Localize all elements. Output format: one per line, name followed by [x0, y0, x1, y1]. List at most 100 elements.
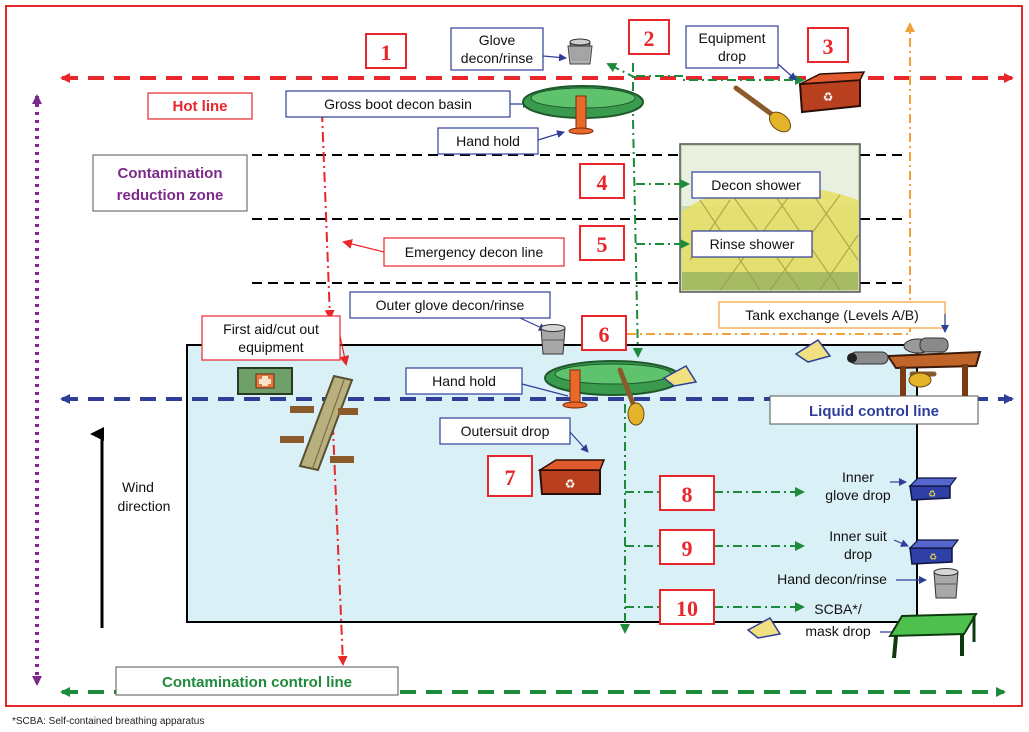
svg-text:decon/rinse: decon/rinse: [461, 50, 534, 66]
svg-text:7: 7: [505, 465, 516, 490]
svg-text:3: 3: [823, 34, 834, 59]
brush-icon: [733, 85, 792, 133]
svg-text:glove drop: glove drop: [825, 487, 891, 503]
rinse-shower-callout: Rinse shower: [691, 230, 813, 258]
svg-text:First aid/cut out: First aid/cut out: [223, 321, 319, 337]
svg-text:equipment: equipment: [238, 339, 303, 355]
contamination-reduction-zone-label: Contamination reduction zone: [92, 154, 248, 212]
outer-frame: [5, 5, 1023, 707]
hot-line-label: Hot line: [147, 92, 253, 120]
step-8: 8: [659, 475, 715, 511]
table-icon: [888, 612, 978, 659]
emergency-decon-line: [321, 111, 335, 320]
svg-text:reduction zone: reduction zone: [117, 187, 224, 204]
svg-text:Glove: Glove: [479, 32, 516, 48]
svg-text:drop: drop: [718, 48, 746, 64]
shower-tent-icon: [679, 143, 861, 293]
svg-text:Inner: Inner: [842, 469, 874, 485]
svg-text:Liquid control line: Liquid control line: [809, 403, 939, 420]
emergency-decon-line-lower: [331, 404, 348, 666]
svg-text:Outer glove decon/rinse: Outer glove decon/rinse: [376, 297, 525, 313]
svg-text:direction: direction: [118, 498, 171, 514]
tank-exchange-callout: Tank exchange (Levels A/B): [718, 301, 949, 333]
emergency-decon-callout: Emergency decon line: [342, 237, 565, 267]
svg-text:Outersuit drop: Outersuit drop: [461, 423, 550, 439]
valve-icon: [794, 338, 832, 363]
recycle-bin-icon: ♻: [908, 539, 960, 565]
basin-icon: [544, 360, 682, 409]
brush-icon: [617, 367, 645, 426]
svg-text:6: 6: [599, 322, 610, 347]
step-3: 3: [807, 27, 849, 63]
svg-text:Contamination: Contamination: [118, 165, 223, 182]
svg-text:drop: drop: [844, 546, 872, 562]
svg-text:Inner suit: Inner suit: [829, 528, 887, 544]
svg-text:Rinse shower: Rinse shower: [710, 236, 795, 252]
recycle-icon: ♻: [929, 552, 937, 562]
svg-text:Contamination control line: Contamination control line: [162, 674, 352, 691]
recycle-icon: ♻: [928, 489, 936, 499]
bucket-icon: [540, 324, 566, 355]
step-9: 9: [659, 529, 715, 565]
outer-glove-callout: Outer glove decon/rinse: [349, 291, 551, 331]
outersuit-drop-callout: Outersuit drop: [439, 417, 589, 453]
step-1: 1: [365, 33, 407, 69]
svg-text:1: 1: [381, 40, 392, 65]
svg-text:Hand hold: Hand hold: [456, 133, 520, 149]
inner-suit-drop-label: Inner suit drop: [829, 528, 909, 562]
svg-text:2: 2: [644, 26, 655, 51]
svg-text:Hand hold: Hand hold: [432, 373, 496, 389]
hand-decon-rinse-label: Hand decon/rinse: [777, 571, 927, 587]
svg-text:Decon shower: Decon shower: [711, 177, 801, 193]
recycle-bin-icon: ♻: [537, 459, 606, 495]
recycle-icon: ♻: [565, 477, 576, 491]
step-4: 4: [579, 163, 625, 199]
contamination-control-line-label: Contamination control line: [115, 666, 399, 696]
step-10: 10: [659, 589, 715, 625]
valve-icon: [746, 617, 782, 639]
scba-mask-drop-label: SCBA*/ mask drop: [805, 601, 901, 639]
svg-text:Hot line: Hot line: [173, 98, 228, 115]
stretcher-icon: [280, 374, 358, 472]
first-aid-callout: First aid/cut out equipment: [201, 315, 350, 366]
svg-text:9: 9: [682, 536, 693, 561]
recycle-icon: ♻: [823, 90, 834, 104]
bucket-icon: [933, 568, 959, 599]
recycle-bin-icon: ♻: [908, 477, 958, 501]
basin-icon: [522, 85, 644, 135]
svg-text:Emergency decon line: Emergency decon line: [405, 244, 544, 260]
wind-direction: Wind direction: [90, 427, 171, 628]
step-5: 5: [579, 225, 625, 261]
glove-decon-callout: Glove decon/rinse: [450, 27, 567, 71]
decon-shower-callout: Decon shower: [691, 171, 821, 199]
recycle-bin-icon: ♻: [798, 71, 866, 114]
inner-glove-drop-label: Inner glove drop: [825, 469, 907, 503]
svg-text:5: 5: [597, 232, 608, 257]
svg-text:4: 4: [597, 170, 608, 195]
svg-text:Wind: Wind: [122, 479, 154, 495]
svg-text:Gross boot decon basin: Gross boot decon basin: [324, 96, 472, 112]
step-2: 2: [628, 19, 670, 55]
decon-flow-path: [606, 63, 805, 634]
valve-icon: [662, 365, 698, 387]
footnote: *SCBA: Self-contained breathing apparatu…: [12, 716, 204, 727]
svg-text:Hand decon/rinse: Hand decon/rinse: [777, 571, 887, 587]
svg-text:10: 10: [676, 596, 698, 621]
svg-text:Equipment: Equipment: [699, 30, 766, 46]
svg-text:mask drop: mask drop: [805, 623, 871, 639]
svg-text:Tank exchange (Levels A/B): Tank exchange (Levels A/B): [745, 307, 919, 323]
brush-icon: [908, 371, 937, 388]
liquid-control-line-label: Liquid control line: [769, 395, 979, 425]
svg-text:SCBA*/: SCBA*/: [814, 601, 862, 617]
equipment-drop-callout: Equipment drop: [685, 25, 797, 81]
tank-icon: [847, 337, 982, 396]
first-aid-kit-icon: [237, 367, 293, 395]
svg-text:8: 8: [682, 482, 693, 507]
bucket-icon: [567, 38, 593, 65]
hand-hold-mid-callout: Hand hold: [405, 367, 569, 397]
gross-boot-callout: Gross boot decon basin: [285, 90, 531, 118]
step-6: 6: [581, 315, 627, 351]
tank-exchange-route: [608, 22, 915, 335]
hand-hold-top-callout: Hand hold: [437, 127, 565, 155]
